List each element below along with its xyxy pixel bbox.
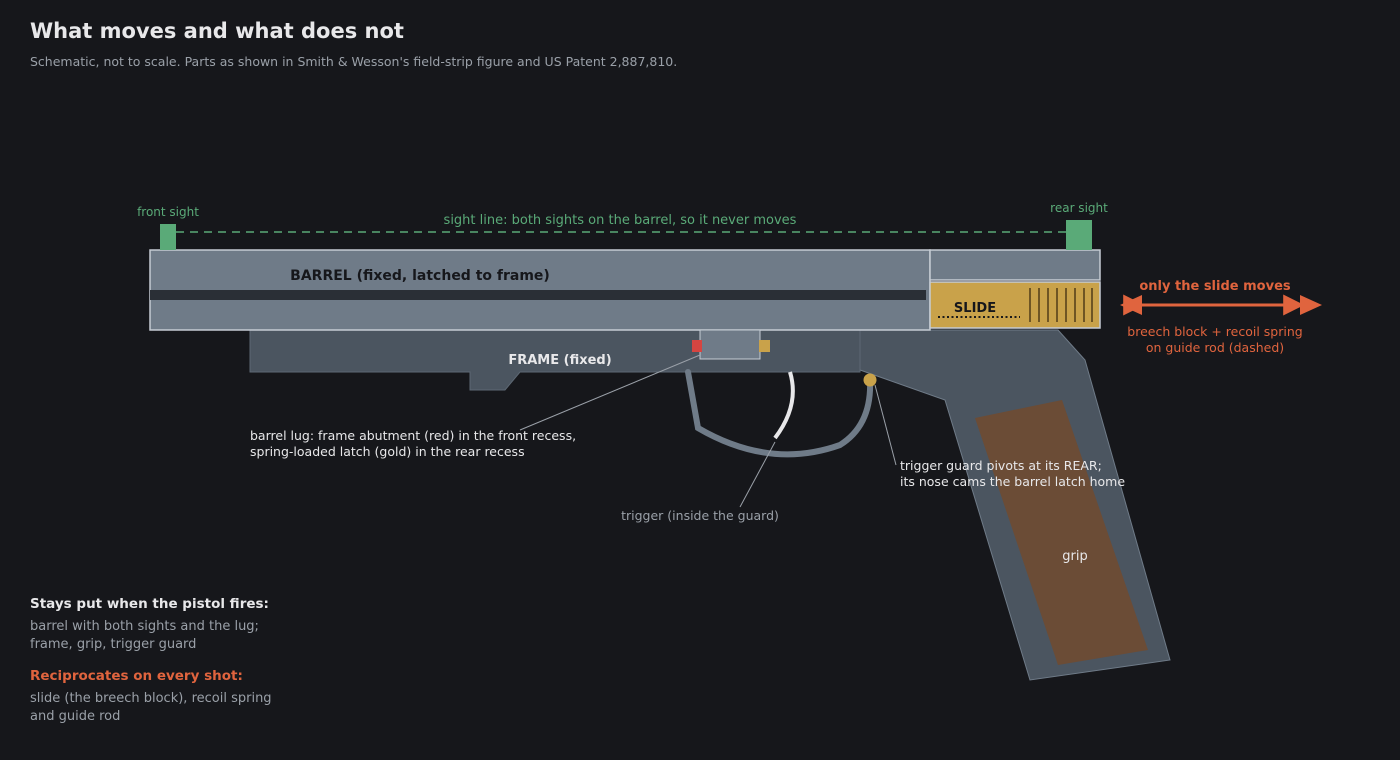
trigger-label: trigger (inside the guard) <box>621 508 779 523</box>
rear-sight-label: rear sight <box>1050 201 1108 215</box>
slide-label: SLIDE <box>954 301 996 316</box>
barrel-latch <box>759 340 770 352</box>
trigger-guard <box>685 369 874 458</box>
barrel-lug <box>699 329 761 360</box>
stays-text: barrel with both sights and the lug; fra… <box>30 619 259 652</box>
front-sight-label: front sight <box>137 205 199 219</box>
slide-moves-label: only the slide moves <box>1139 279 1291 294</box>
recoil-spring <box>1029 288 1093 322</box>
slide-body <box>929 281 1101 329</box>
page-subtitle: Schematic, not to scale. Parts as shown … <box>30 54 678 69</box>
lug-label-line1: barrel lug: frame abutment (red) in the … <box>250 428 576 443</box>
frame-label: FRAME (fixed) <box>508 353 611 368</box>
trigger-leader <box>739 441 776 508</box>
legend: Stays put when the pistol fires: barrel … <box>30 596 350 740</box>
sight-line-label: sight line: both sights on the barrel, s… <box>444 213 797 228</box>
guard-label-line2: its nose cams the barrel latch home <box>900 474 1125 489</box>
guard-label-line1: trigger guard pivots at its REAR; <box>900 458 1102 473</box>
rear-sight <box>1066 220 1092 250</box>
frame-abutment <box>692 340 702 352</box>
arrow-head-right <box>1300 295 1322 315</box>
stays-heading: Stays put when the pistol fires: <box>30 596 269 612</box>
guard-leader <box>874 384 897 466</box>
barrel-label: BARREL (fixed, latched to frame) <box>290 268 550 284</box>
breech-label-line1: breech block + recoil spring <box>1127 324 1302 339</box>
lug-label-line2: spring-loaded latch (gold) in the rear r… <box>250 444 525 459</box>
moves-text: slide (the breech block), recoil spring … <box>30 691 272 724</box>
breech-label-line2: on guide rod (dashed) <box>1146 340 1284 355</box>
lug-leader <box>519 354 701 431</box>
grip-label: grip <box>1062 549 1087 564</box>
guard-pivot <box>863 373 877 387</box>
slide-housing <box>929 249 1101 281</box>
barrel-bore <box>150 290 926 300</box>
grip-panel <box>975 400 1148 665</box>
front-sight <box>160 224 176 250</box>
trigger <box>773 371 795 440</box>
page-title: What moves and what does not <box>30 19 404 43</box>
moves-heading: Reciprocates on every shot: <box>30 668 243 684</box>
arrow-head-left <box>1120 295 1142 315</box>
